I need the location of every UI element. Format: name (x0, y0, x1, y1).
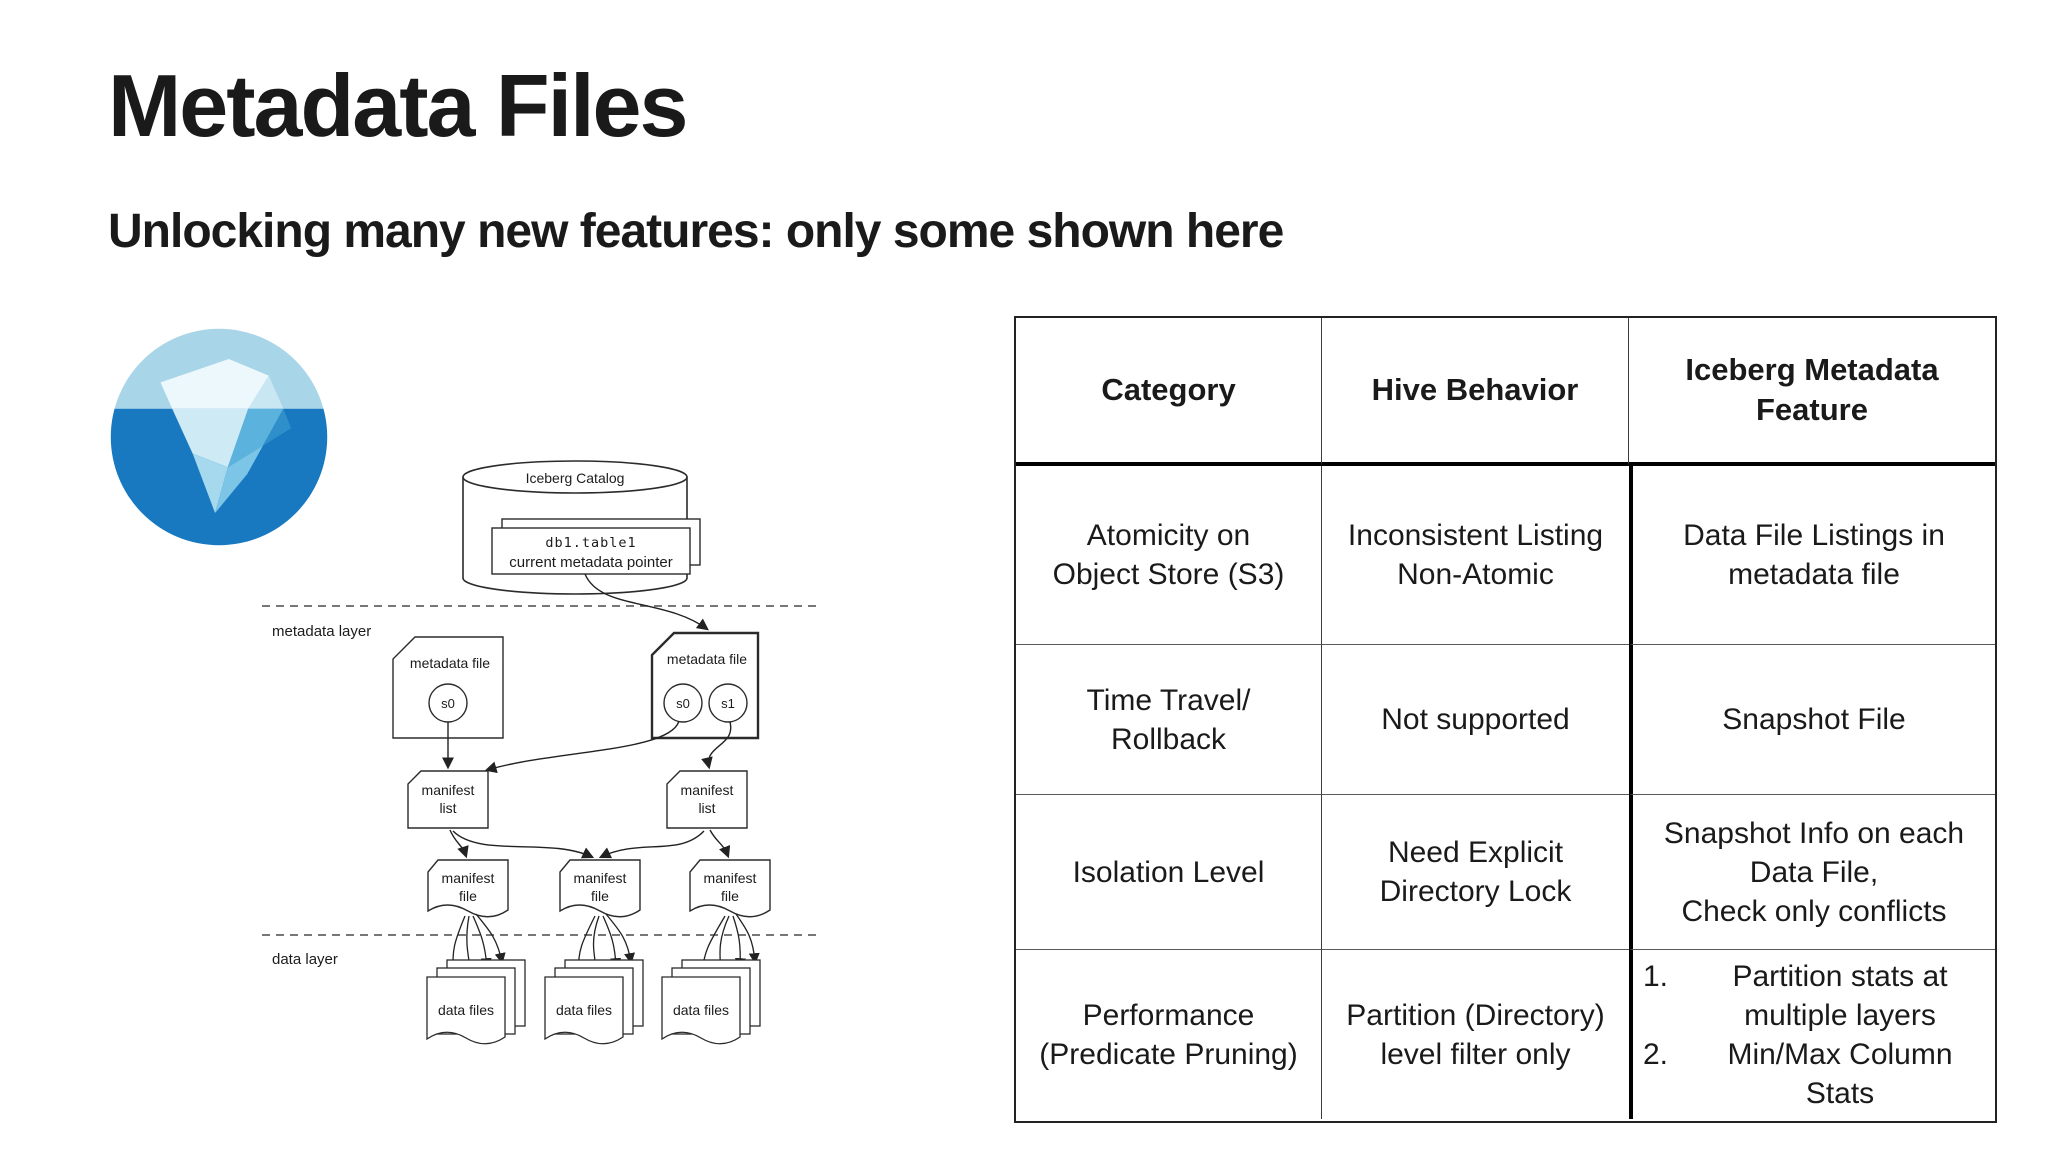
metadata-file-right: metadata file s0 s1 (650, 631, 760, 740)
logo-berg-facet (215, 445, 263, 514)
arrow-list-to-file (598, 830, 705, 859)
pointer-table-name: db1.table1 (545, 535, 636, 551)
table-header-iceberg-feature: Iceberg Metadata Feature (1629, 318, 1995, 466)
data-files-label: data files (438, 1002, 494, 1018)
metadata-layer-label: metadata layer (272, 623, 371, 640)
manifest-list-label: manifest (681, 782, 734, 798)
table-cell-category: Isolation Level (1016, 795, 1322, 950)
page-title: Metadata Files (108, 56, 688, 155)
arrow-list-to-file (452, 830, 595, 859)
arrow-list-to-file (449, 829, 469, 859)
snapshot-s1-label: s1 (721, 696, 735, 711)
snapshot-s0-circle (663, 683, 703, 723)
data-files-stack-1: data files (426, 959, 526, 1045)
manifest-list-left: manifest list (407, 770, 489, 829)
manifest-list-label: list (439, 800, 456, 816)
arrow-list-to-file (709, 829, 731, 859)
table-header-hive-behavior: Hive Behavior (1322, 318, 1629, 466)
iceberg-catalog-cylinder: Iceberg Catalog db1.table1 current metad… (462, 460, 701, 595)
manifest-file-label: manifest (442, 870, 495, 886)
iceberg-architecture-diagram: Iceberg Catalog db1.table1 current metad… (262, 460, 820, 1045)
metadata-pointer-card: db1.table1 current metadata pointer (491, 527, 691, 575)
arrow-s1-to-list (701, 721, 732, 770)
metadata-file-label: metadata file (410, 655, 490, 671)
logo-berg-facet (192, 453, 228, 514)
manifest-file-label: file (459, 888, 477, 904)
table-cell-hive: Not supported (1322, 645, 1629, 795)
data-layer-label: data layer (272, 951, 338, 968)
table-cell-hive: Partition (Directory)level filter only (1346, 998, 1605, 1071)
manifest-file-label: file (591, 888, 609, 904)
table-cell-category: Time Travel/Rollback (1016, 645, 1322, 795)
metadata-file-left: metadata file s0 (392, 636, 504, 739)
metadata-file-label: metadata file (667, 651, 747, 667)
list-item: 1. Partition stats at multiple layers (1643, 959, 1948, 1032)
logo-berg-facet (160, 359, 269, 409)
snapshot-s0-label: s0 (441, 696, 455, 711)
logo-berg-facet (248, 375, 284, 409)
data-files-label: data files (556, 1002, 612, 1018)
table-cell-iceberg: 1. Partition stats at multiple layers 2.… (1629, 950, 1995, 1119)
page-subtitle: Unlocking many new features: only some s… (108, 205, 1284, 258)
table-header-category: Category (1016, 318, 1322, 466)
logo-berg-facet (227, 408, 284, 468)
arrow-s0-right-to-list (484, 720, 680, 774)
arrow-pointer-to-metadata-file (584, 573, 709, 631)
table-cell-category: Performance(Predicate Pruning) (1016, 950, 1322, 1119)
data-files-stack-2: data files (544, 959, 644, 1045)
table-cell-iceberg: Snapshot File (1629, 645, 1995, 795)
logo-berg-facet (172, 408, 249, 468)
manifest-file-3: manifest file (689, 859, 771, 918)
pointer-caption: current metadata pointer (509, 554, 672, 571)
manifest-list-label: list (698, 800, 715, 816)
manifest-list-right: manifest list (666, 770, 748, 829)
manifest-file-2: manifest file (559, 859, 641, 918)
manifest-list-label: manifest (422, 782, 475, 798)
data-files-stack-3: data files (661, 959, 761, 1045)
iceberg-logo-icon (110, 328, 328, 546)
snapshot-s0-label: s0 (676, 696, 690, 711)
manifest-file-label: manifest (704, 870, 757, 886)
data-files-label: data files (673, 1002, 729, 1018)
snapshot-s1-circle (708, 683, 748, 723)
manifest-file-1: manifest file (427, 859, 509, 918)
list-item: 2. Min/Max Column Stats (1643, 1037, 1953, 1110)
logo-berg-facet (262, 408, 292, 446)
catalog-label: Iceberg Catalog (526, 470, 625, 486)
manifest-file-label: manifest (574, 870, 627, 886)
comparison-table: Category Hive Behavior Iceberg Metadata … (1014, 316, 1997, 1123)
manifest-file-label: file (721, 888, 739, 904)
